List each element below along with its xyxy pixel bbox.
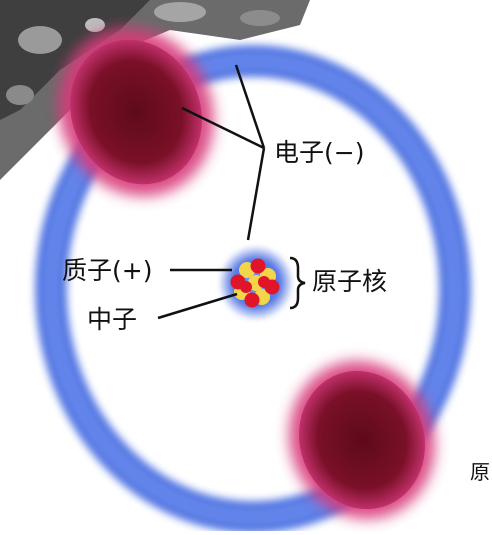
- neutron-label: 中子: [87, 305, 138, 334]
- electron-cloud-upper: [58, 27, 214, 197]
- electron-cloud-lower: [289, 360, 435, 520]
- electron-leader-top: [234, 64, 266, 149]
- electron-leader-upper: [181, 106, 265, 150]
- nucleus-label: 原子核: [312, 267, 388, 296]
- proton-label: 质子(+): [62, 256, 153, 285]
- nucleus-bracket-icon: [289, 256, 306, 310]
- neutron-leader: [157, 292, 238, 320]
- corner-text-fragment: 原: [470, 460, 490, 484]
- nucleus: [218, 245, 294, 321]
- proton-particles: [230, 258, 280, 308]
- electron-label: 电子(−): [274, 138, 365, 167]
- electron-orbit: [35, 45, 471, 533]
- leader-lines: [157, 64, 306, 320]
- electron-leader-down: [246, 147, 266, 241]
